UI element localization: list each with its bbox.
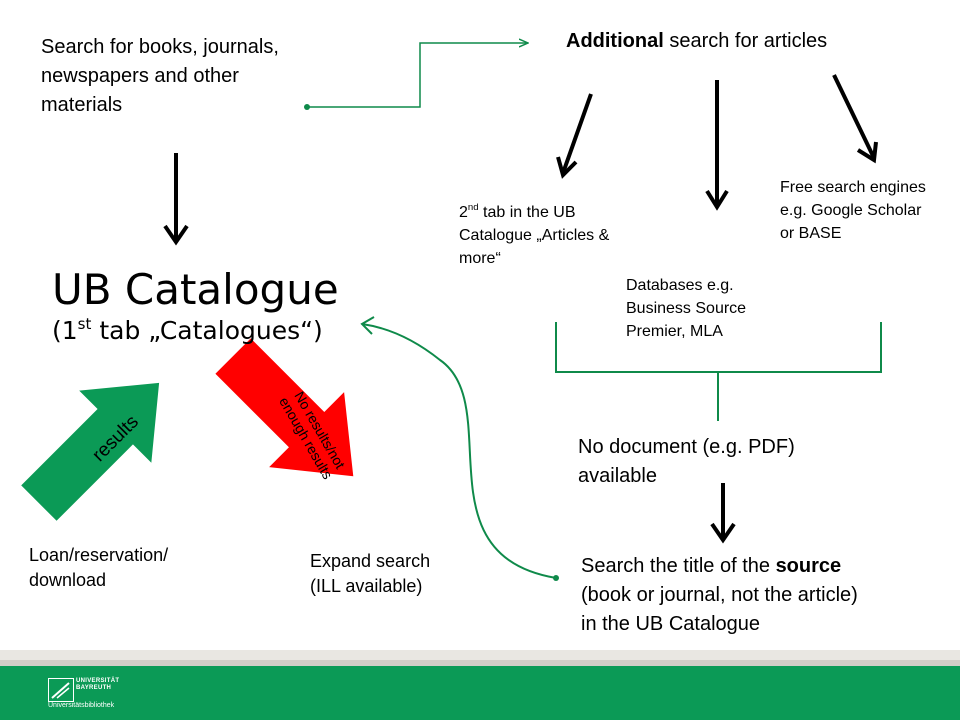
catalogue-subtitle: (1st tab „Catalogues“) (52, 314, 323, 345)
bracket-connector (555, 322, 882, 421)
search-materials-text: Search for books, journals, newspapers a… (41, 36, 279, 116)
logo-line-3: Universitätsbibliothek (48, 702, 115, 709)
second-tab-text: 2nd tab in the UB Catalogue „Articles & … (459, 202, 610, 267)
arrow-to-search-source (710, 483, 736, 544)
logo-mark-icon (48, 678, 74, 702)
search-source-text: Search the title of the source (book or … (581, 555, 858, 635)
loan-text: Loan/reservation/ download (29, 545, 169, 590)
curved-arrow-back-to-catalogue (360, 316, 559, 581)
arrow-to-2nd-tab (556, 93, 593, 179)
arrow-to-search-engines (832, 74, 878, 164)
connector-to-additional-search (304, 43, 528, 110)
no-document-text: No document (e.g. PDF) available (578, 436, 795, 487)
search-engines-text: Free search engines e.g. Google Scholar … (780, 179, 926, 242)
results-arrow (21, 382, 160, 521)
footer-band (0, 650, 960, 660)
additional-search-heading: Additional search for articles (566, 30, 828, 52)
expand-search-text: Expand search (ILL available) (310, 551, 431, 596)
arrow-to-catalogue (163, 153, 189, 246)
databases-text: Databases e.g. Business Source Premier, … (626, 277, 747, 340)
no-results-arrow (215, 338, 354, 477)
catalogue-title: UB Catalogue (52, 265, 339, 314)
logo-line-1: UNIVERSITÄT (76, 678, 120, 684)
footer-bar (0, 666, 960, 720)
arrow-to-databases (705, 80, 729, 211)
footer-strip (0, 660, 960, 666)
university-logo: UNIVERSITÄT BAYREUTH Universitätsbibliot… (48, 676, 144, 712)
logo-line-2: BAYREUTH (76, 685, 112, 691)
